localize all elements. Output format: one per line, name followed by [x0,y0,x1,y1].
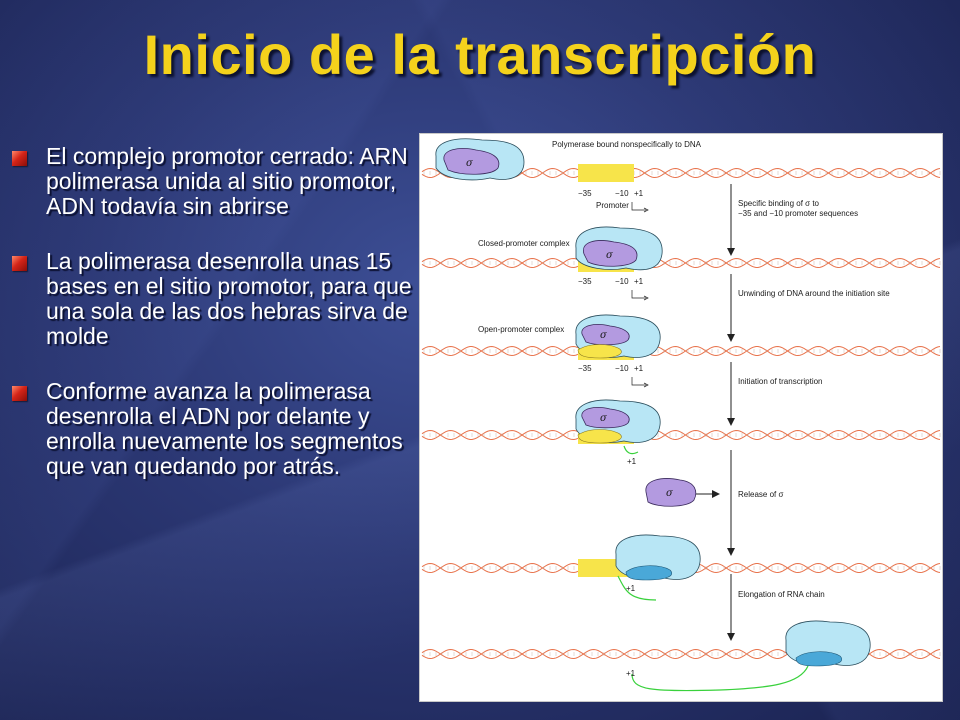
label-unwinding: Unwinding of DNA around the initiation s… [738,289,890,298]
bullet-item: El complejo promotor cerrado: ARN polime… [12,144,417,219]
bullet-text: Conforme avanza la polimerasa desenrolla… [46,378,403,479]
initiation-polymerase: σ [575,399,661,444]
elongation-polymerase-2 [785,620,871,667]
label-minus35: −35 [578,277,592,286]
sigma-label: σ [600,330,608,341]
dna-strand [421,345,941,357]
transcription-diagram: σ Polymerase bound nonspecifically to DN… [419,133,943,702]
polymerase-nonspecific: σ [435,138,525,181]
label-release: Release of σ [738,490,783,499]
label-promoter: Promoter [596,201,629,210]
closed-complex-polymerase: σ [575,226,663,271]
transcription-diagram-svg: σ Polymerase bound nonspecifically to DN… [421,138,941,692]
label-open-complex: Open-promoter complex [478,325,564,334]
label-polymerase-nonspecific: Polymerase bound nonspecifically to DNA [552,140,702,149]
label-minus35: −35 [578,364,592,373]
dna-strand [421,345,941,357]
sigma-label: σ [466,158,474,169]
label-specific-binding-2: −35 and −10 promoter sequences [738,209,858,218]
dna-strand [421,429,941,441]
label-elongation: Elongation of RNA chain [738,590,825,599]
label-minus10: −10 [615,277,629,286]
promoter-box [578,164,634,182]
bullet-text: El complejo promotor cerrado: ARN polime… [46,143,408,219]
sigma-label: σ [600,413,608,424]
red-square-bullet-icon [12,386,27,401]
label-plus1: +1 [627,457,637,466]
dna-strand [421,257,941,269]
label-minus10: −10 [615,189,629,198]
label-plus1: +1 [634,277,644,286]
bullet-item: La polimerasa desenrolla unas 15 bases e… [12,249,417,349]
slide-title: Inicio de la transcripción [143,23,817,86]
elongation-polymerase [615,534,701,581]
label-initiation: Initiation of transcription [738,377,823,386]
label-specific-binding: Specific binding of σ to [738,199,820,208]
red-square-bullet-icon [12,151,27,166]
bullet-list: El complejo promotor cerrado: ARN polime… [12,144,417,509]
label-minus10: −10 [615,364,629,373]
label-plus1: +1 [626,669,636,678]
sigma-label: σ [606,250,614,261]
released-sigma: σ [645,478,697,507]
label-plus1: +1 [634,189,644,198]
open-complex-polymerase: σ [575,314,661,359]
label-closed-complex: Closed-promoter complex [478,239,570,248]
red-square-bullet-icon [12,256,27,271]
label-plus1: +1 [634,364,644,373]
label-minus35: −35 [578,189,592,198]
bullet-item: Conforme avanza la polimerasa desenrolla… [12,379,417,479]
sigma-label: σ [666,488,674,499]
label-plus1: +1 [626,584,636,593]
dna-strand [421,429,941,441]
bullet-text: La polimerasa desenrolla unas 15 bases e… [46,248,412,349]
dna-strand [421,257,941,269]
